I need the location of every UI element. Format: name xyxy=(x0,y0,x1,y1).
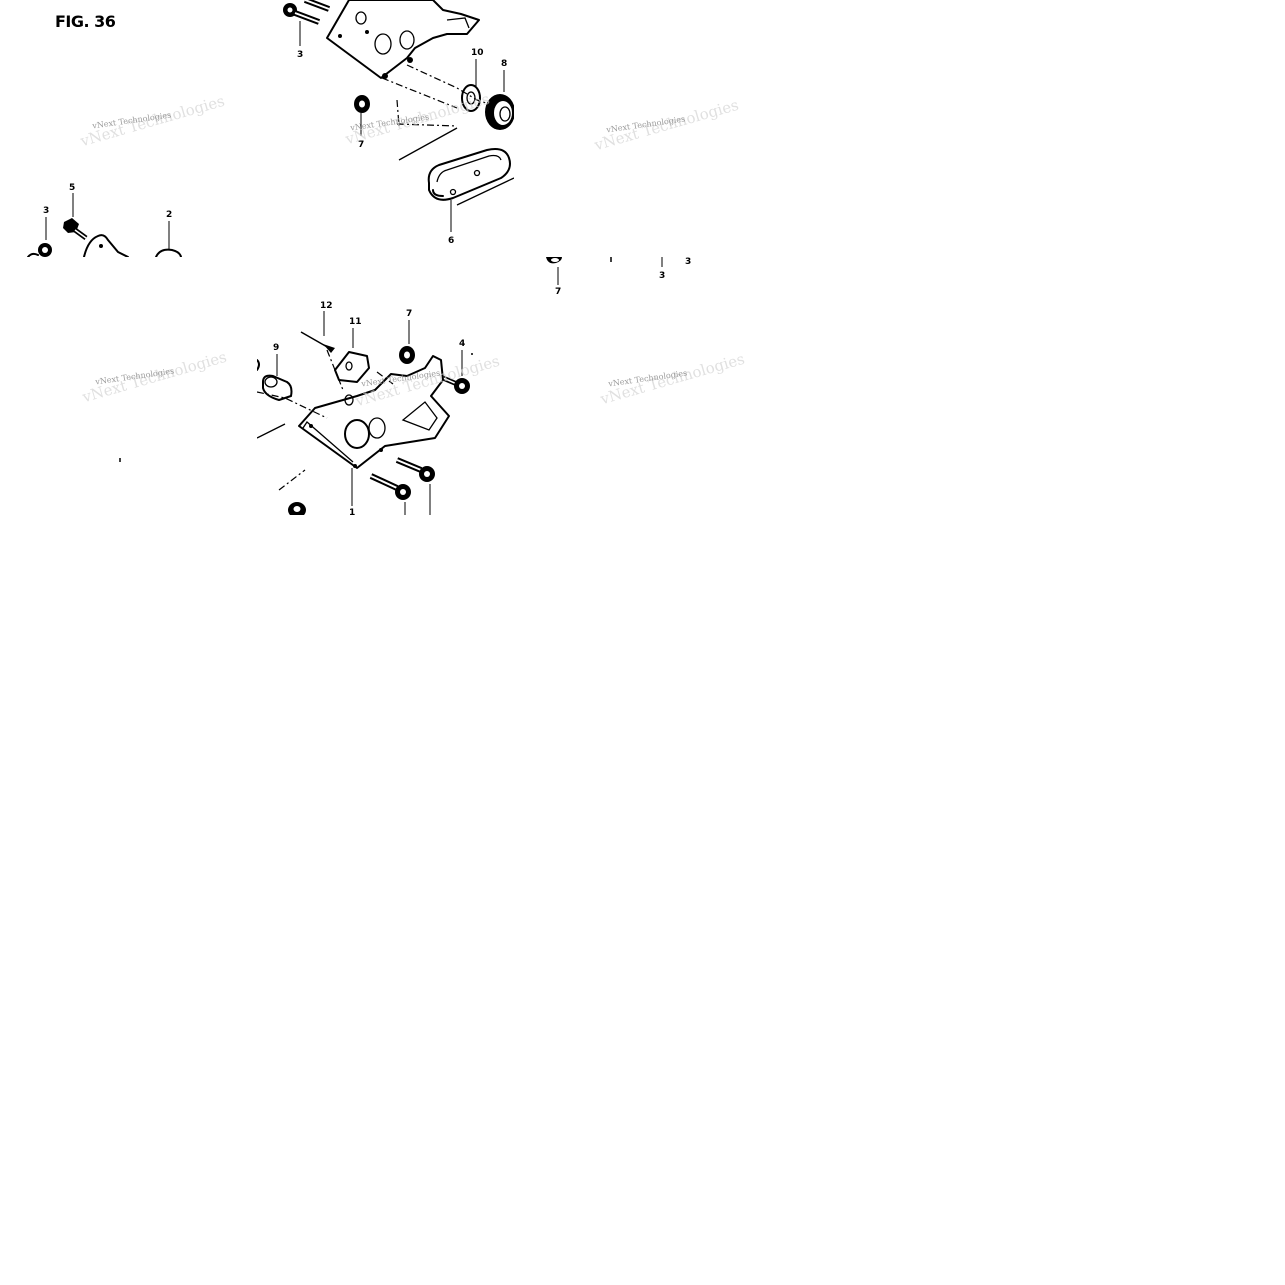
callout-8: 8 xyxy=(501,59,507,69)
callout-5: 5 xyxy=(69,183,75,193)
callout-7: 7 xyxy=(555,287,561,297)
bracket-assembly-bottom: 12 11 7 4 9 xyxy=(257,301,473,515)
callout-3: 3 xyxy=(43,206,49,216)
washer-10 xyxy=(461,84,481,112)
bracket-plate xyxy=(298,355,450,469)
bracket-plate xyxy=(326,0,480,79)
callout-3: 3 xyxy=(297,50,303,60)
bolt-3-pair xyxy=(283,0,331,25)
diagram-strip-middle: 7 3 3 xyxy=(514,257,714,297)
bolt-5 xyxy=(63,218,88,241)
rivet-12 xyxy=(300,331,335,353)
strip-drawing: 7 3 3 xyxy=(546,257,691,297)
callout-7: 7 xyxy=(358,140,364,150)
figure-title: FIG. 36 xyxy=(55,12,116,31)
bolt-3 xyxy=(27,243,52,257)
nut-7 xyxy=(399,346,415,364)
bolt-4 xyxy=(442,375,470,394)
callout-3: 3 xyxy=(685,257,691,267)
callout-9: 9 xyxy=(273,343,279,353)
diagram-tile-bottom-center: vNext Technologies vNext Technologies 12… xyxy=(257,300,514,515)
callout-4: 4 xyxy=(459,339,465,349)
callout-11: 11 xyxy=(349,317,362,327)
rubber-pad-6 xyxy=(427,148,511,201)
washer-2 xyxy=(155,248,182,257)
callout-3: 3 xyxy=(659,271,665,281)
stray-mark xyxy=(119,458,121,462)
diagram-tile-bottom-left: vNext Technologies vNext Technologies xyxy=(0,300,257,515)
nut-lower xyxy=(288,502,306,515)
callout-1: 1 xyxy=(349,508,355,515)
diagram-tile-bottom-right: vNext Technologies vNext Technologies xyxy=(514,300,771,515)
diagram-tile-top-left: FIG. 36 vNext Technologies vNext Technol… xyxy=(0,0,257,257)
bracket-assembly-top: 3 10 8 7 xyxy=(283,0,514,246)
callout-6: 6 xyxy=(448,236,454,246)
diagram-tile-top-right: vNext Technologies vNext Technologies xyxy=(514,0,771,257)
callout-7: 7 xyxy=(406,309,412,319)
nut-7 xyxy=(354,95,370,113)
bracket-edge xyxy=(83,234,129,257)
diagram-tile-top-center: vNext Technologies vNext Technologies 3 … xyxy=(257,0,514,257)
bolt-pair-lower xyxy=(369,457,435,500)
bushing-8 xyxy=(485,94,514,130)
block-11 xyxy=(334,351,370,383)
callout-10: 10 xyxy=(471,48,484,58)
callout-12: 12 xyxy=(320,301,333,311)
partial-parts-drawing: 5 3 2 xyxy=(27,183,182,257)
callout-2: 2 xyxy=(166,210,172,220)
